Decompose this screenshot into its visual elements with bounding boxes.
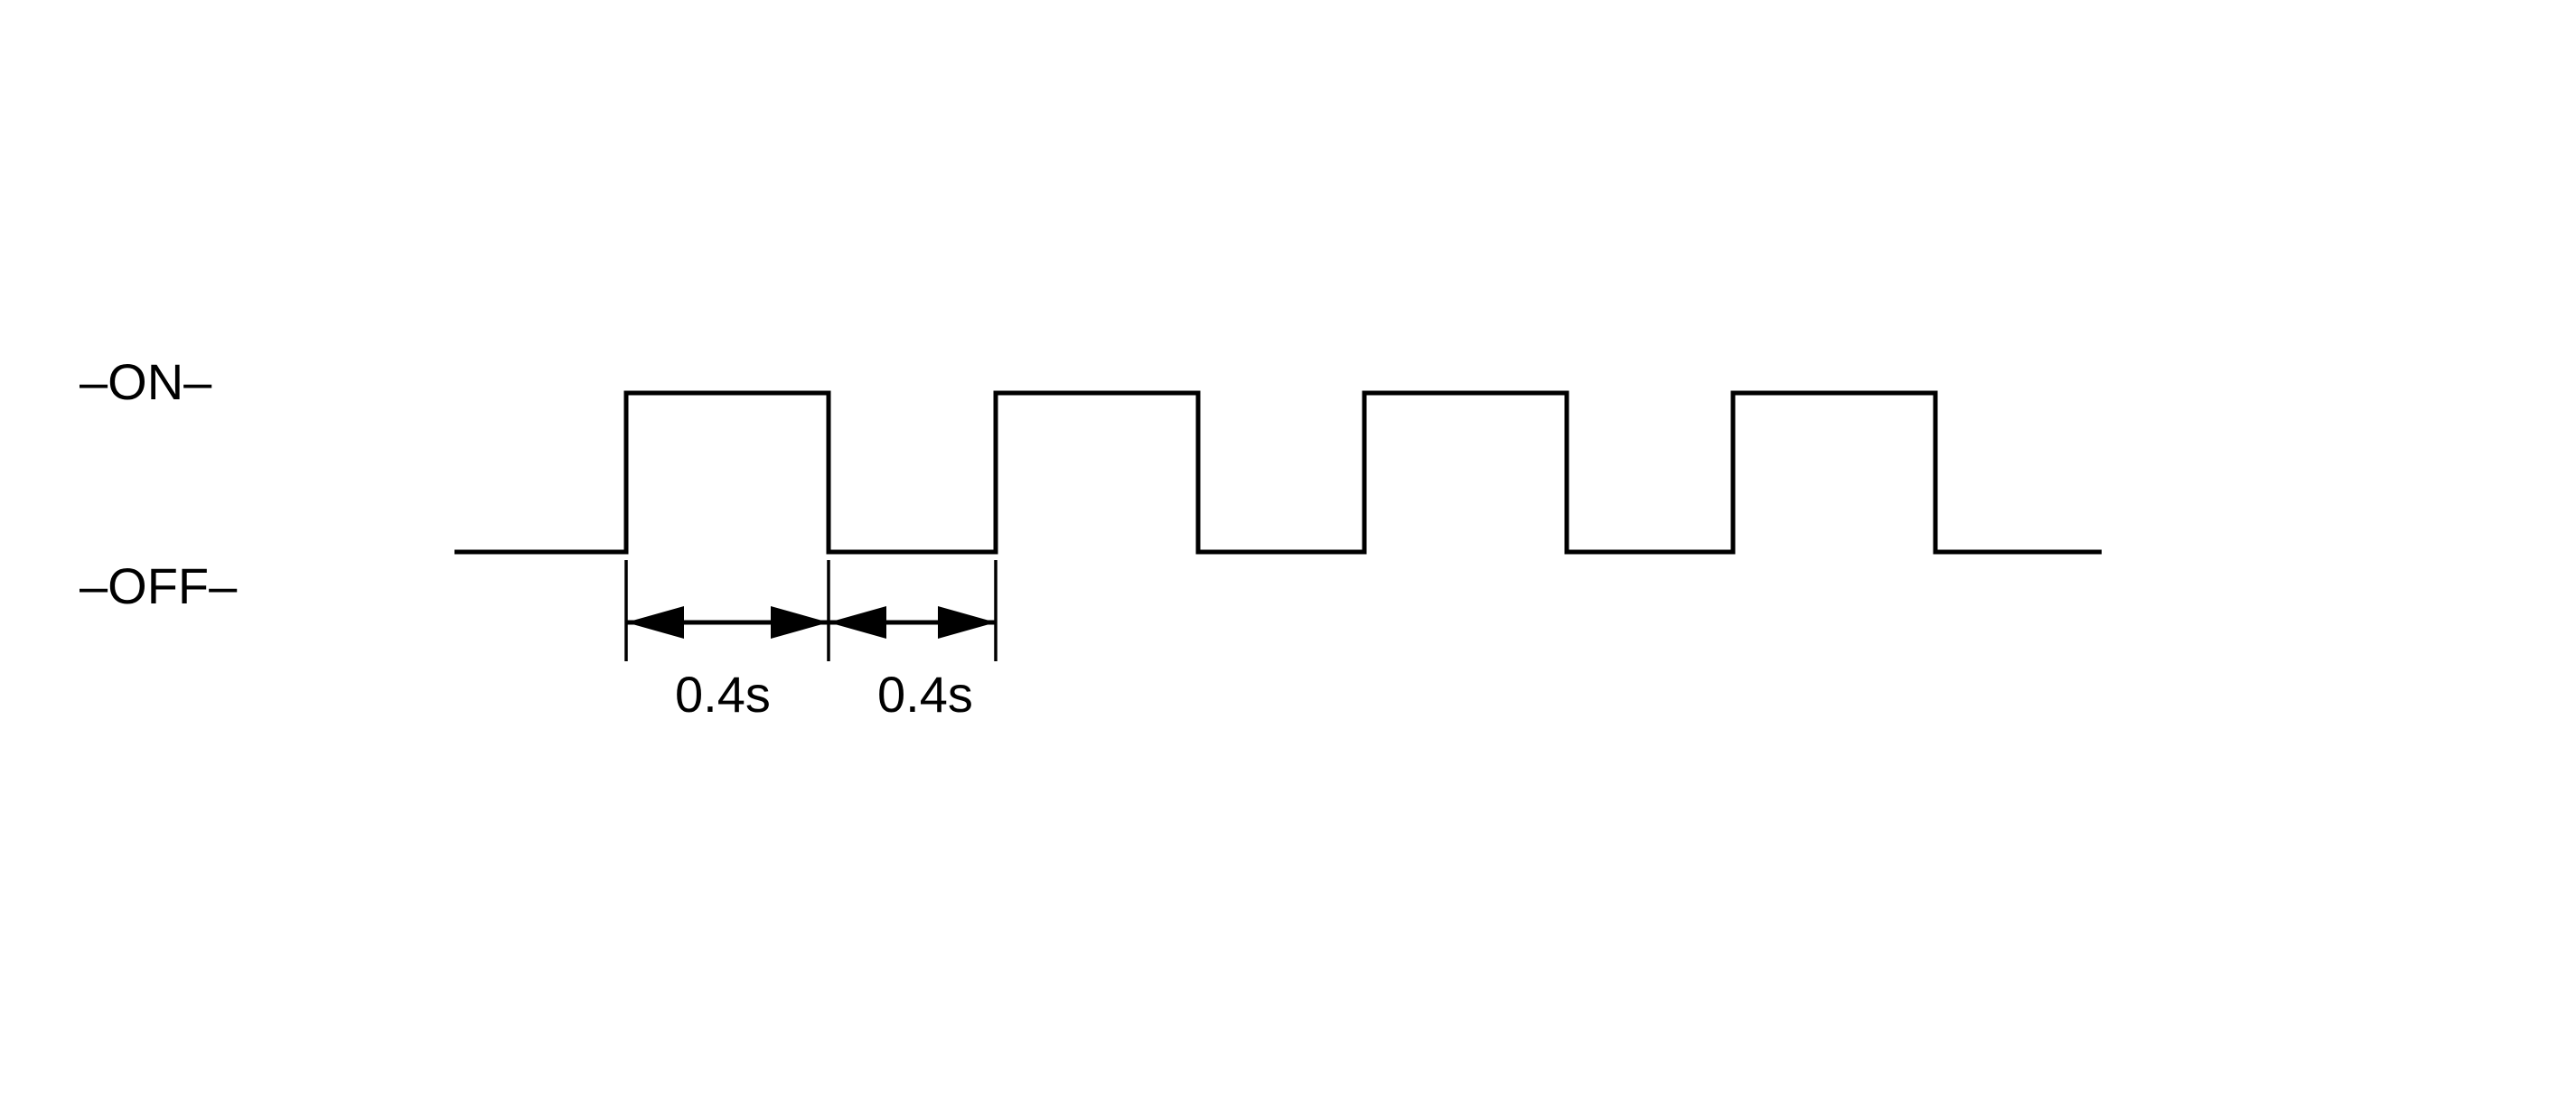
- dimension-arrowhead-left-2: [829, 606, 886, 639]
- off-state-label: –OFF–: [80, 557, 238, 614]
- dimension-marker-1: [626, 606, 829, 639]
- dimension-arrowhead-right-2: [938, 606, 996, 639]
- dimension-arrowhead-left-1: [626, 606, 684, 639]
- dimension-label-2: 0.4s: [877, 666, 973, 723]
- on-state-label: –ON–: [80, 353, 212, 410]
- dimension-marker-2: [829, 606, 996, 639]
- dimension-arrowhead-right-1: [771, 606, 829, 639]
- dimension-label-1: 0.4s: [675, 666, 771, 723]
- square-wave-signal: [454, 390, 2102, 555]
